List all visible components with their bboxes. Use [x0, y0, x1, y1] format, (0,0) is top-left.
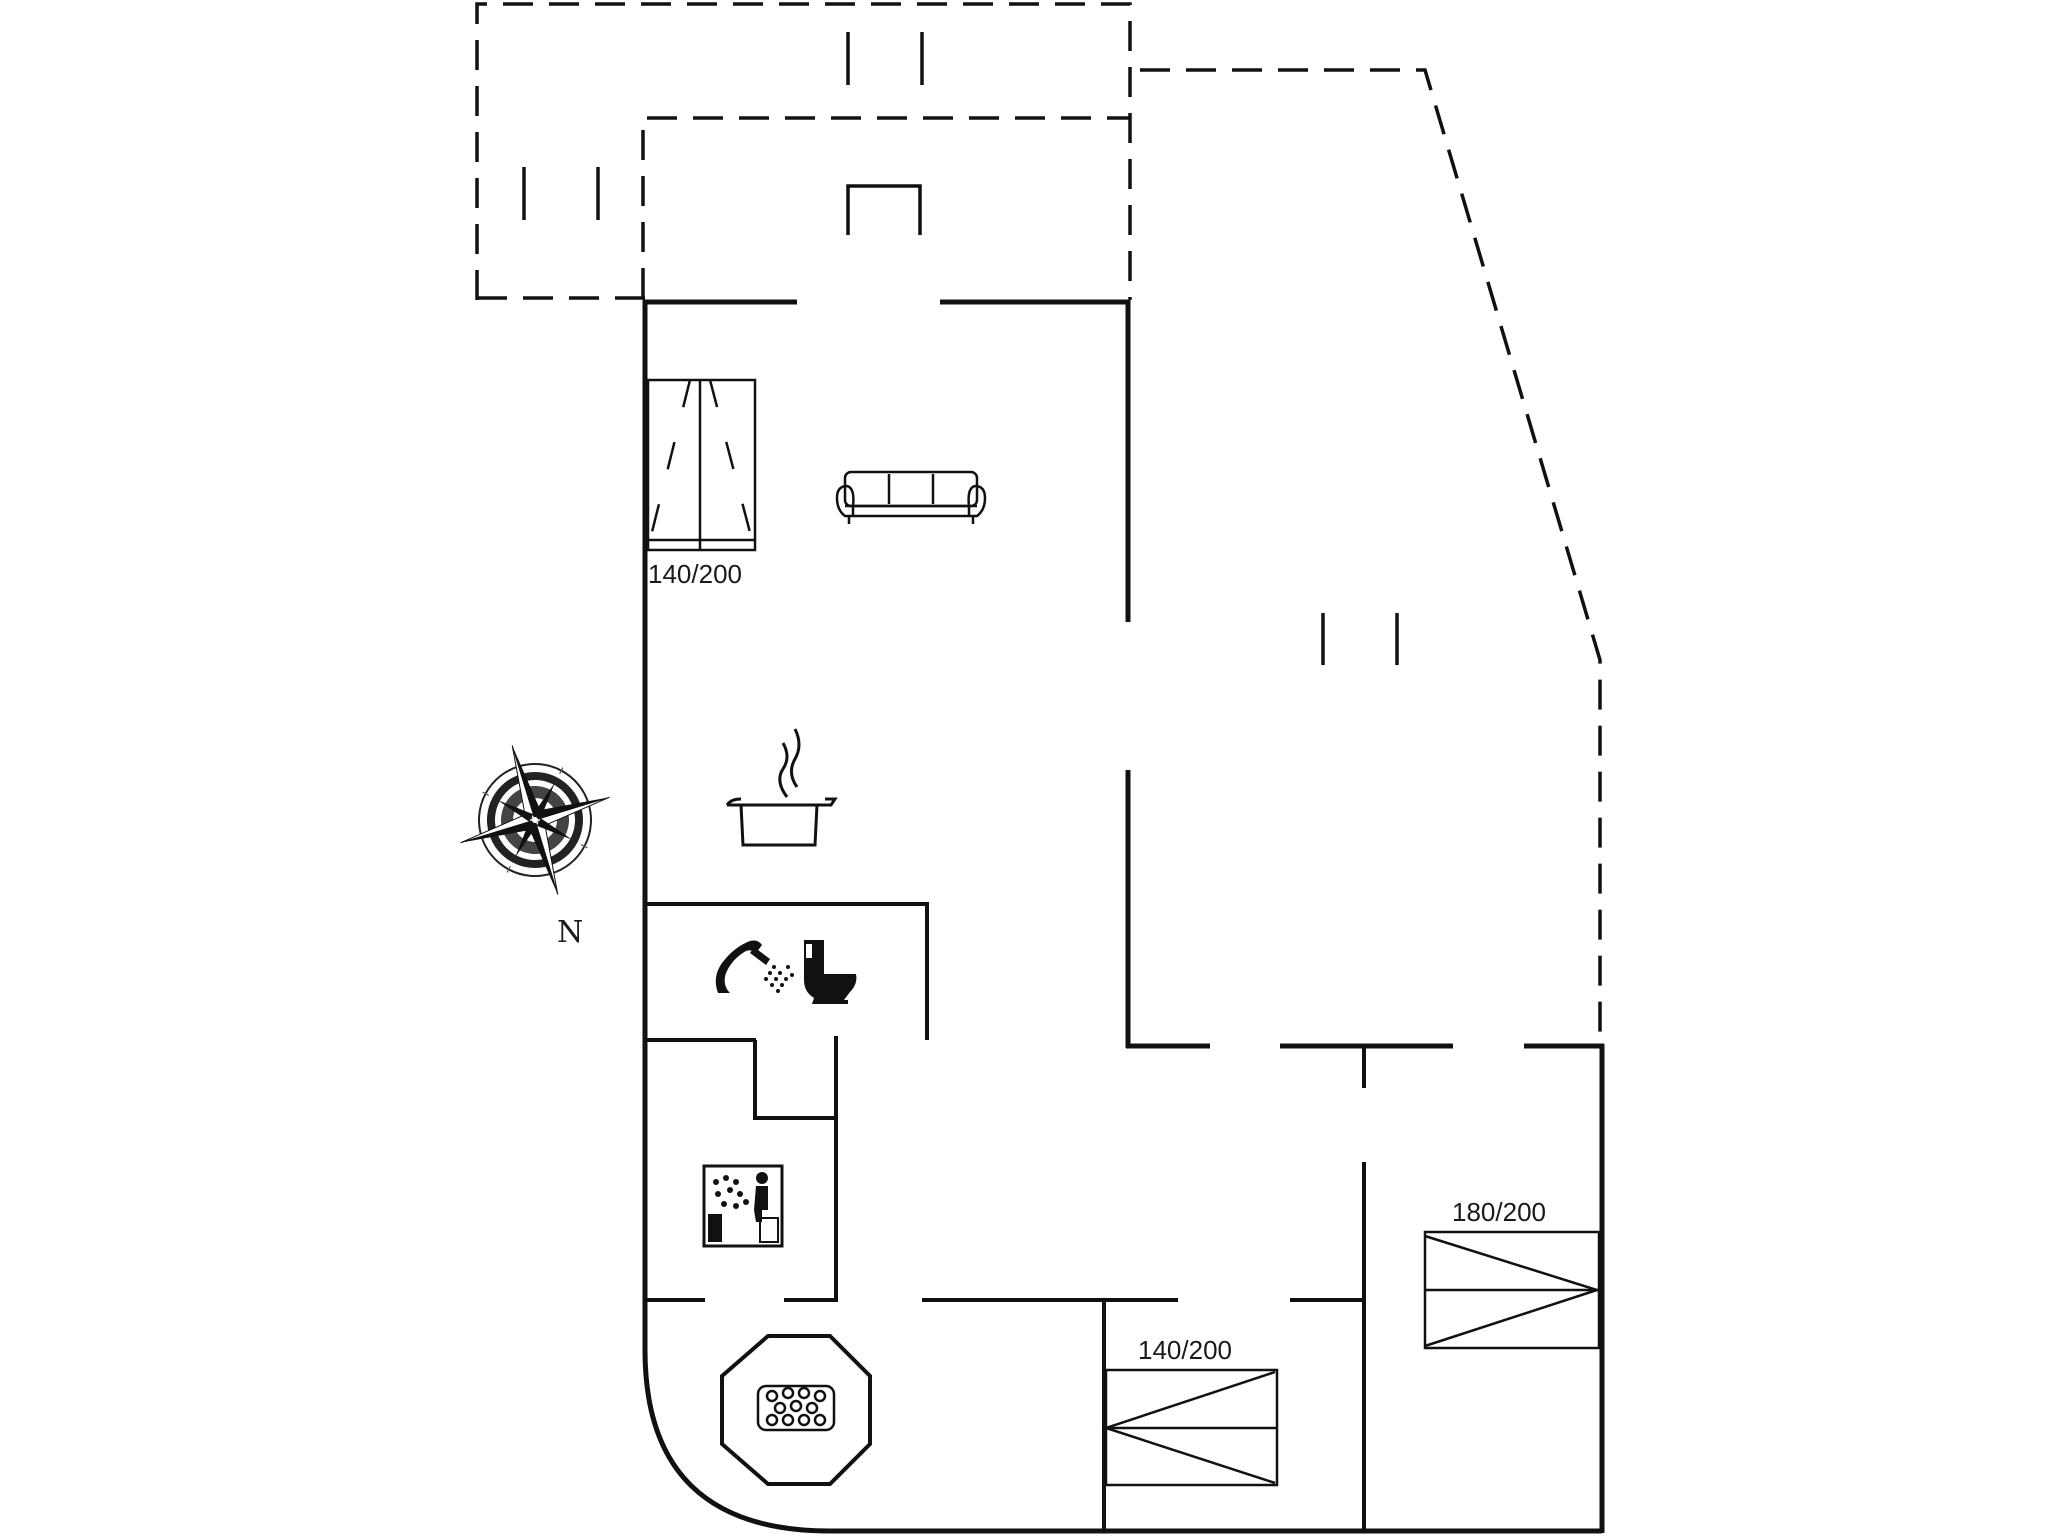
bed-3: 140/200 [1101, 1335, 1279, 1487]
exterior-walls [642, 299, 1605, 1534]
terrace-posts [522, 32, 1399, 665]
bed-icon [1423, 1230, 1602, 1350]
interior-walls [645, 902, 1366, 1531]
terrace-outlines [475, 2, 1602, 1045]
bed-size-label: 140/200 [1138, 1335, 1232, 1365]
north-label: N [557, 915, 583, 950]
compass-rose: N [460, 745, 610, 950]
hot-tub-icon [720, 1334, 872, 1486]
sauna-icon [702, 1164, 784, 1248]
bed-1: 140/200 [646, 378, 757, 589]
toilet-icon [804, 940, 857, 1004]
bed-icon [1101, 1368, 1279, 1487]
bed-size-label: 180/200 [1452, 1197, 1546, 1227]
bed-2: 180/200 [1423, 1197, 1602, 1350]
compass-rose-icon [460, 745, 610, 895]
bed-icon [646, 378, 757, 552]
sofa-icon [835, 470, 987, 524]
cooking-pot-icon [725, 728, 838, 847]
shower-icon [715, 940, 794, 993]
bed-size-label: 140/200 [648, 559, 742, 589]
